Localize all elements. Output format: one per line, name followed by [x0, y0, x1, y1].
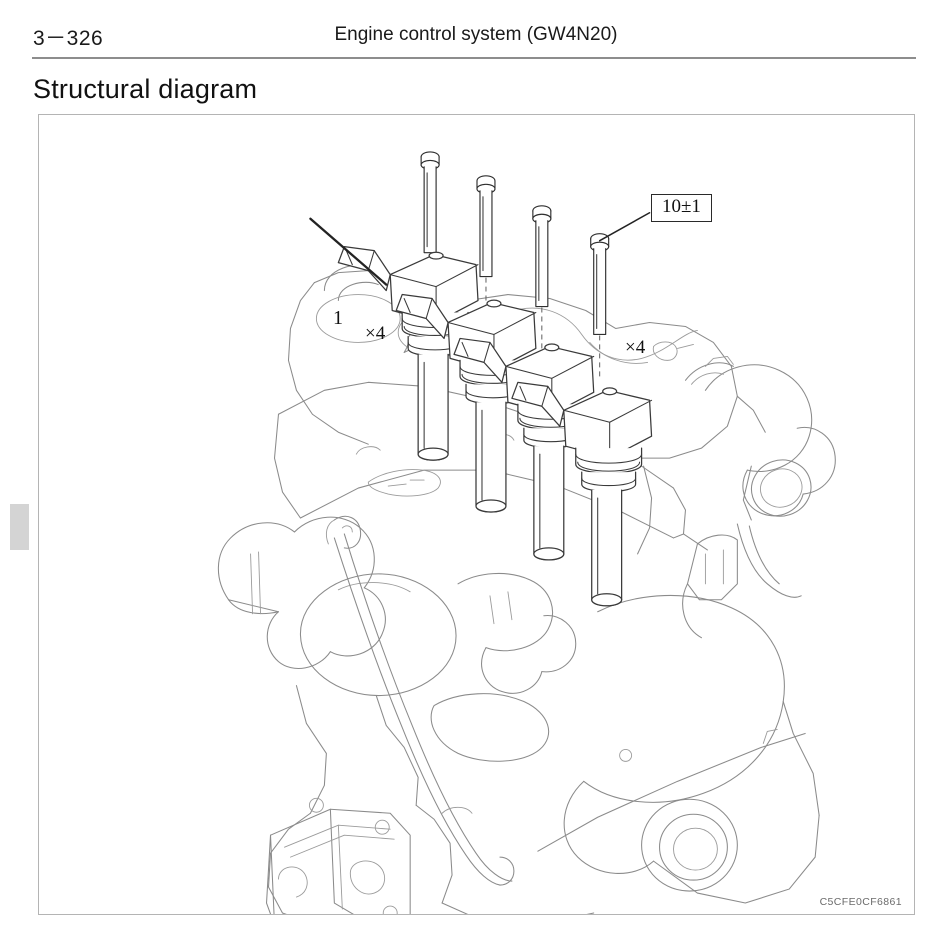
bolt	[590, 233, 610, 336]
header-title: Engine control system (GW4N20)	[334, 24, 618, 45]
header-divider	[32, 57, 916, 59]
leader-line-part-1	[309, 217, 388, 286]
page-header: 3－326 Engine control system (GW4N20)	[0, 22, 952, 54]
ignition-coil	[395, 293, 537, 513]
callout-part-index: 1	[333, 307, 343, 329]
ignition-coil	[511, 381, 653, 607]
torque-spec-box: 10±1	[651, 194, 712, 222]
page-number: 3－326	[33, 27, 104, 50]
leader-line-torque	[598, 212, 651, 242]
engine-diagram: .eng { fill:none; stroke:#8b8b8b; stroke…	[39, 115, 914, 914]
page-title: Structural diagram	[33, 74, 258, 104]
edge-tab-marker	[10, 504, 29, 550]
bolt	[532, 205, 552, 308]
figure-reference-code: C5CFE0CF6861	[819, 896, 902, 908]
callout-quantity-right: ×4	[625, 337, 646, 358]
ignition-coils	[337, 246, 653, 607]
leader-lines	[309, 212, 651, 286]
engine-diagram-svg: .eng { fill:none; stroke:#8b8b8b; stroke…	[217, 151, 836, 914]
bolt	[420, 151, 440, 254]
mounting-bolts	[420, 151, 610, 336]
callout-quantity-left: ×4	[365, 323, 386, 344]
figure-frame: .eng { fill:none; stroke:#8b8b8b; stroke…	[38, 114, 915, 915]
bolt	[476, 175, 496, 278]
